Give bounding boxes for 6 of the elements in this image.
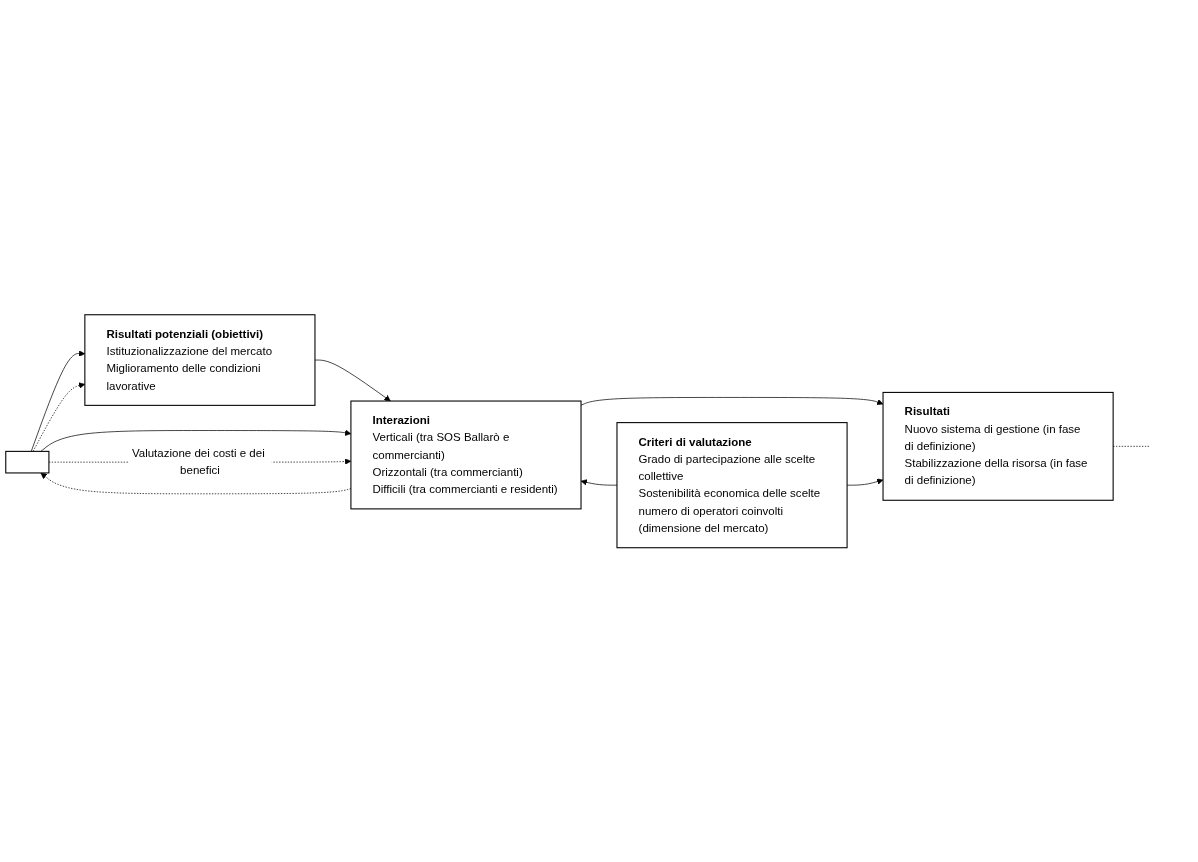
- node-box: Risultati Nuovo sistema di gestione (in fase di definizione) Stabilizzazione della risorsa (in fase di definizione): [882, 391, 1114, 501]
- node-box: Criteri di valutazione Grado di partecipazione alle scelte collettive Sostenibilità economica delle scelte numero di operatori coinvolti (dimensione del mercato): [616, 421, 848, 548]
- node-box: [5, 450, 50, 474]
- node-box: Risultati potenziali (obiettivi) Istituzionalizzazione del mercato Miglioramento delle condizioni lavorative: [84, 313, 316, 406]
- node-box: Interazioni Verticali (tra SOS Ballarò e commercianti) Orizzontali (tra commercianti) Difficili (tra commercianti e residenti): [350, 400, 582, 510]
- edge-label: Valutazione dei costi e dei benefici: [131, 446, 265, 477]
